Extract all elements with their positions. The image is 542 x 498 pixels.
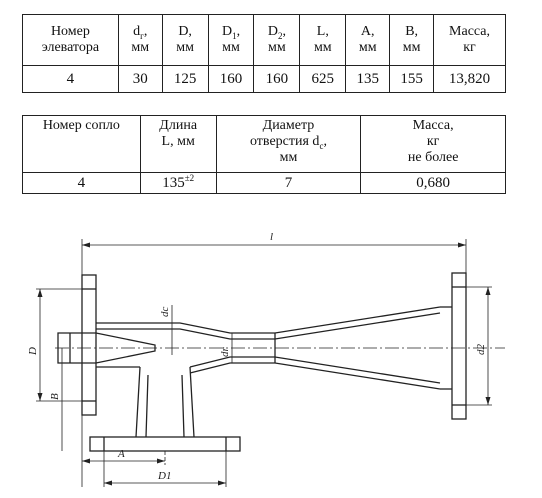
elevator-table-header-row: Номер элеватора dг, мм D, мм D1, мм D2, … [22,14,506,66]
header-L: L, мм [299,14,347,66]
header-subscript: г [140,30,144,41]
cell-D1: 160 [207,65,255,93]
left-flange [81,274,97,416]
body-lower-wall-outer [189,362,441,390]
header-symbol: A, [360,24,375,39]
header-unit: кг [426,134,440,149]
header-unit: мм [402,40,421,55]
header-mass: Масса, кг [433,14,506,66]
cell-nozzle-mass: 0,680 [360,172,506,194]
cell-A: 135 [345,65,391,93]
nozzle [57,332,156,364]
header-text: элеватора [41,40,100,55]
body-upper-wall [96,312,441,340]
header-nozzle-number: Номер сопло [22,115,141,173]
cell-D2: 160 [253,65,301,93]
header-hole-diameter: Диаметр отверстия dc, мм [215,115,362,173]
right-flange [451,272,467,420]
header-A: A, мм [345,14,391,66]
header-dg: dг, мм [117,14,163,66]
length-tolerance: ±2 [184,173,195,183]
elevator-table-row: 4 30 125 160 160 625 135 155 13,820 [22,65,506,93]
header-text: Длина [159,118,198,133]
header-text: отверстия d [249,134,320,149]
label-A: A [117,448,125,460]
header-symbol-tail: , [236,24,241,39]
cell-nozzle-number: 4 [22,172,141,194]
arrow [485,287,491,295]
label-B: B [49,393,61,400]
header-nozzle-mass: Масса, кг не более [360,115,506,173]
header-text: Номер [50,24,90,39]
elevator-drawing: l D B dc dr d2 A D1 [27,231,505,487]
nozzle-table-row: 4 135±2 7 0,680 [22,172,506,194]
bottom-flange [89,436,241,452]
header-unit: мм [268,40,286,55]
header-text: Масса, [412,118,454,133]
length-value: 135 [162,175,185,191]
cell-length: 135±2 [139,172,217,194]
cell-mass: 13,820 [433,65,506,93]
elevator-table: Номер элеватора dг, мм D, мм D1, мм D2, … [22,14,506,93]
header-text: Номер сопло [42,118,120,133]
header-B: B, мм [389,14,435,66]
cell-L: 625 [299,65,347,93]
header-unit: мм [279,150,298,165]
header-symbol: d [133,24,141,39]
header-symbol: D, [178,24,192,39]
cell-elevator-number: 4 [22,65,119,93]
header-symbol-tail: , [282,24,286,39]
header-symbol: Масса, [449,24,491,39]
header-D: D, мм [161,14,209,66]
header-unit: мм [358,40,377,55]
header-unit: мм [222,40,240,55]
header-unit: L, мм [161,134,195,149]
header-text: Диаметр [262,118,315,133]
header-symbol: D [267,24,278,39]
header-D1: D1, мм [207,14,255,66]
arrow [485,397,491,405]
cell-dg: 30 [117,65,163,93]
branch-inner [145,374,185,438]
header-symbol: L, [316,24,329,39]
cell-D: 125 [161,65,209,93]
header-unit: кг [463,40,476,55]
header-D2: D2, мм [253,14,301,66]
header-unit: мм [176,40,194,55]
header-symbol: B, [405,24,419,39]
header-text: , [323,134,327,149]
header-length: Длина L, мм [139,115,217,173]
header-subscript: c [319,140,324,151]
arrow [157,458,165,464]
nozzle-table-header-row: Номер сопло Длина L, мм Диаметр отверсти… [22,115,506,173]
header-symbol-tail: , [143,24,148,39]
arrow [37,289,43,297]
arrow [218,480,226,486]
label-dc: dc [159,307,171,318]
arrow [37,393,43,401]
branch-outer [135,366,195,438]
header-subscript: 1 [232,30,237,41]
label-D: D [27,347,39,356]
label-d2: d2 [475,344,487,356]
header-unit: мм [313,40,332,55]
cell-B: 155 [389,65,435,93]
label-dr: dr [219,347,231,358]
header-subscript: 2 [277,30,283,41]
nozzle-table: Номер сопло Длина L, мм Диаметр отверсти… [22,115,506,194]
header-symbol: D [221,24,233,39]
arrow [82,242,90,248]
label-l: l [270,231,273,243]
header-unit: мм [131,40,150,55]
cell-hole-diameter: 7 [215,172,362,194]
arrow [104,480,112,486]
arrow [458,242,466,248]
label-D1: D1 [157,470,171,482]
header-elevator-number: Номер элеватора [22,14,119,66]
body-lower-wall [189,356,441,384]
body-upper-wall-outer [96,306,441,334]
arrow [82,458,90,464]
header-text: не более [407,150,459,165]
